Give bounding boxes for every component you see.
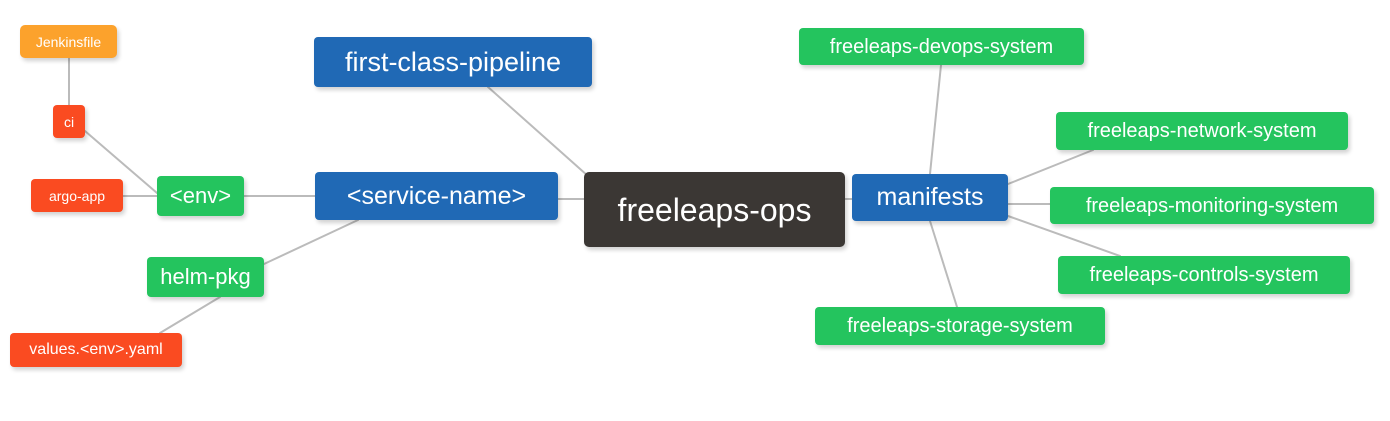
edge-helm-pkg-to-service-name <box>263 219 359 265</box>
edge-manifests-to-freeleaps-storage-system <box>929 220 958 308</box>
node-freeleaps-devops-system[interactable]: freeleaps-devops-system <box>799 28 1084 65</box>
node-ci[interactable]: ci <box>53 105 85 138</box>
node-label-helm-pkg: helm-pkg <box>160 264 251 289</box>
node-label-env: <env> <box>169 183 232 208</box>
node-values-yaml[interactable]: values.<env>.yaml <box>10 333 182 367</box>
edge-manifests-to-freeleaps-devops-system <box>929 64 942 175</box>
node-env[interactable]: <env> <box>157 176 244 216</box>
node-label-freeleaps-ops: freeleaps-ops <box>617 191 812 228</box>
node-label-service-name: <service-name> <box>346 181 527 210</box>
node-first-class-pipeline[interactable]: first-class-pipeline <box>314 37 592 87</box>
node-label-freeleaps-storage-system: freeleaps-storage-system <box>847 315 1073 337</box>
node-helm-pkg[interactable]: helm-pkg <box>147 257 264 297</box>
node-label-freeleaps-network-system: freeleaps-network-system <box>1087 120 1317 142</box>
node-jenkinsfile[interactable]: Jenkinsfile <box>20 25 117 58</box>
node-label-manifests: manifests <box>876 183 984 211</box>
node-label-freeleaps-devops-system: freeleaps-devops-system <box>829 35 1054 58</box>
node-label-first-class-pipeline: first-class-pipeline <box>344 46 562 77</box>
edge-manifests-to-freeleaps-network-system <box>1007 149 1094 185</box>
node-service-name[interactable]: <service-name> <box>315 172 558 220</box>
node-freeleaps-controls-system[interactable]: freeleaps-controls-system <box>1058 256 1350 294</box>
edge-values-yaml-to-helm-pkg <box>159 296 221 334</box>
node-freeleaps-monitoring-system[interactable]: freeleaps-monitoring-system <box>1050 187 1374 224</box>
node-label-values-yaml: values.<env>.yaml <box>29 341 163 358</box>
node-label-freeleaps-controls-system: freeleaps-controls-system <box>1089 264 1319 286</box>
node-argo-app[interactable]: argo-app <box>31 179 123 212</box>
node-freeleaps-network-system[interactable]: freeleaps-network-system <box>1056 112 1348 150</box>
node-freeleaps-storage-system[interactable]: freeleaps-storage-system <box>815 307 1105 345</box>
node-label-jenkinsfile: Jenkinsfile <box>35 33 102 50</box>
node-label-ci: ci <box>63 113 75 130</box>
node-manifests[interactable]: manifests <box>852 174 1008 221</box>
edge-first-class-pipeline-to-freeleaps-ops <box>487 86 589 177</box>
node-freeleaps-ops[interactable]: freeleaps-ops <box>584 172 845 247</box>
node-label-freeleaps-monitoring-system: freeleaps-monitoring-system <box>1085 194 1339 217</box>
node-label-argo-app: argo-app <box>48 187 106 204</box>
